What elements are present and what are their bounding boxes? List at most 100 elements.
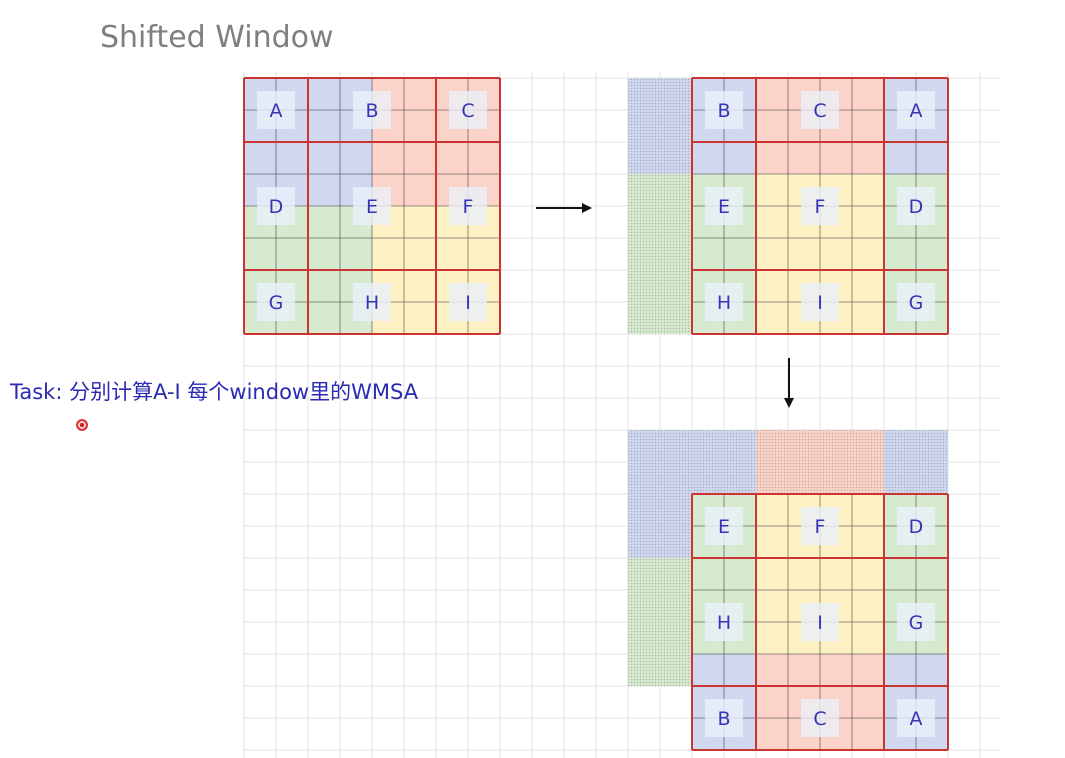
window-label: B [365,100,378,122]
grid-cell [692,142,724,174]
window-label-bg [353,91,391,129]
grid-cell [852,206,884,238]
grid-cell [404,270,436,302]
window-label-bg [897,603,935,641]
window-label: E [718,516,730,538]
grid-cell [276,238,308,270]
grid-cell [852,174,884,206]
ghost-texture [628,590,692,622]
grid-cell [756,718,788,750]
window-label-bg [897,91,935,129]
window-label-bg [897,187,935,225]
window-label: I [817,612,823,634]
grid-cell [468,142,500,174]
window-label-bg [897,699,935,737]
grid-cell [756,206,788,238]
window-label: G [269,292,284,314]
grid-cell [372,238,404,270]
ghost-texture [788,430,820,494]
grid-cell [404,174,436,206]
shift-ghost-strip [628,430,948,686]
ghost-texture [820,430,852,494]
grid-cell [756,142,788,174]
window-label-bg [801,603,839,641]
grid-cell [820,142,852,174]
grid-cell [756,654,788,686]
ghost-texture [628,526,692,558]
ghost-texture [628,142,692,174]
grid-cell [884,142,916,174]
grid-cell [404,110,436,142]
window-label-bg [801,507,839,545]
window-label-bg [801,91,839,129]
grid-cell [756,590,788,622]
grid-cell [724,558,756,590]
window-label: A [270,100,283,122]
window-label: F [815,516,826,538]
grid-cell [692,654,724,686]
window-label: A [910,708,923,730]
grid-cell [372,142,404,174]
window-label-bg [897,283,935,321]
window-label-bg [705,187,743,225]
grid-cell [852,270,884,302]
grid-cell [308,206,340,238]
window-label-bg [257,283,295,321]
grid-cell [756,494,788,526]
ghost-texture [628,206,692,238]
grid-cell [852,78,884,110]
grid-cell [852,558,884,590]
ghost-texture [628,622,692,654]
grid-cell [788,558,820,590]
window-label: B [717,708,730,730]
grid-cell [916,142,948,174]
grid-cell [756,78,788,110]
grid-cell [820,654,852,686]
window-label-bg [897,507,935,545]
cursor-icon [76,419,88,431]
grid-cell [852,494,884,526]
grid-cell [756,174,788,206]
grid-cell [692,238,724,270]
grid-cell [788,142,820,174]
page-title: Shifted Window [100,20,334,55]
ghost-texture [628,558,692,590]
window-label: D [909,196,924,218]
task-text: Task: 分别计算A-I 每个window里的WMSA [10,380,419,404]
window-label-bg [353,187,391,225]
grid-cell [308,238,340,270]
grid-cell [404,206,436,238]
window-label: E [718,196,730,218]
ghost-texture [724,430,756,494]
window-label-bg [257,91,295,129]
grid-cell [276,142,308,174]
grid-cell [756,270,788,302]
window-label-bg [449,283,487,321]
ghost-texture [628,654,692,686]
window-label: G [909,292,924,314]
window-label: B [717,100,730,122]
window-label-bg [801,283,839,321]
grid-cell [884,238,916,270]
grid-cell [916,558,948,590]
grid-cell [756,558,788,590]
shift-ghost-column [628,78,692,334]
grid-cell [404,78,436,110]
ghost-texture [628,494,692,526]
grid-cell [852,590,884,622]
grid-cell [308,174,340,206]
grid-cell [436,142,468,174]
grid-cell [244,238,276,270]
grid-cell [916,238,948,270]
window-label: C [813,100,826,122]
grid-cell [852,622,884,654]
grid-cell [852,142,884,174]
grid-cell [820,238,852,270]
arrow-down-icon [784,358,794,408]
grid-cell [756,302,788,334]
grid-cell [756,622,788,654]
grid-cell [852,718,884,750]
grid-cell [852,526,884,558]
